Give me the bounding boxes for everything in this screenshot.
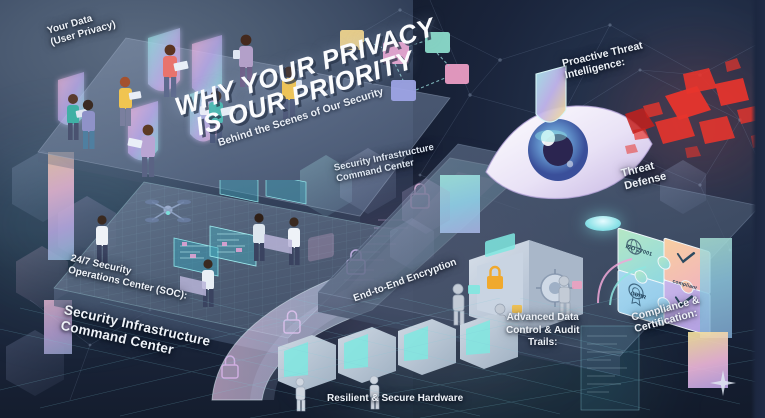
decor-cube-mid-left bbox=[440, 175, 480, 233]
server-rack-icon-group bbox=[278, 315, 518, 412]
code-panel bbox=[580, 325, 640, 411]
decor-hexagon-4 bbox=[6, 330, 64, 396]
platform-user-privacy bbox=[37, 37, 451, 226]
decor-cube-left-low bbox=[44, 300, 72, 354]
analyst-figures bbox=[96, 213, 300, 307]
drone-icon bbox=[145, 199, 191, 223]
right-edge-shade bbox=[751, 0, 765, 418]
cable-connector bbox=[597, 258, 647, 306]
decor-cube-right-mid bbox=[688, 332, 728, 388]
holo-disc-top bbox=[585, 216, 621, 231]
shield-icon-threat bbox=[535, 65, 567, 142]
decor-hexagon-right bbox=[660, 160, 706, 214]
label-resilient-hardware: Resilient & Secure Hardware bbox=[327, 393, 464, 404]
label-advanced-data: Advanced Data Control & Audit Trails: bbox=[506, 312, 580, 348]
data-cards-flow bbox=[340, 30, 469, 101]
decor-cube-left-tall bbox=[48, 152, 74, 260]
broken-envelope-icon bbox=[625, 58, 765, 158]
decor-cube-right-tall bbox=[700, 238, 732, 338]
decor-hexagon-title-2 bbox=[340, 148, 396, 214]
eye-icon bbox=[485, 105, 653, 200]
soc-equipment-group bbox=[96, 180, 307, 307]
